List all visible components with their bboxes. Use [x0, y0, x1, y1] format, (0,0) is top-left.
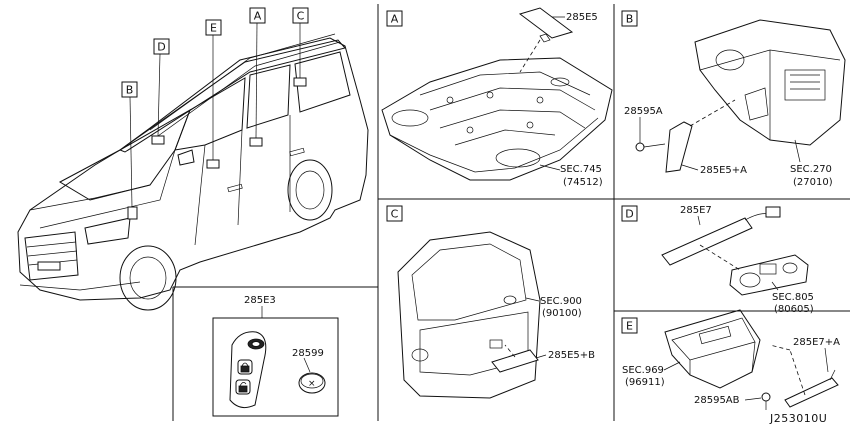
panel-label-A-text: A [391, 13, 399, 26]
panel-D-handle: 285E7 SEC.805 (80605) [661, 205, 814, 315]
panel-A-floor: 285E5 SEC.745 (74512) [381, 7, 613, 188]
key-fob-panel: 285E3 28599 × [212, 295, 339, 417]
C-sec-code: (90100) [542, 308, 582, 319]
C-antenna-part-number: 285E5+B [548, 350, 595, 361]
E-bolt-icon [761, 392, 771, 402]
B-bolt-part-number: 28595A [624, 106, 663, 117]
panel-label-C: C [386, 205, 403, 222]
diagram-code: J253010U [769, 412, 827, 425]
svg-text:×: × [308, 379, 316, 389]
battery-part-number: 28599 [292, 348, 324, 359]
panel-label-A: A [386, 10, 403, 27]
car-callout-C: C [292, 7, 309, 78]
panel-label-D: D [621, 205, 638, 222]
C-sec-label: SEC.900 [540, 296, 582, 307]
vehicle-marker-B [127, 206, 138, 220]
D-antenna-part-number: 285E7 [680, 205, 712, 216]
panel-label-E-text: E [626, 320, 633, 333]
panel-C-backdoor: SEC.900 (90100) 285E5+B [397, 231, 595, 399]
D-antenna-icon [661, 217, 753, 266]
panel-label-B-text: B [626, 13, 634, 26]
C-antenna-icon [491, 349, 539, 373]
E-console-icon [664, 309, 761, 389]
A-antenna-part-number: 285E5 [566, 12, 598, 23]
car-callout-B: B [121, 81, 138, 208]
A-sec-code: (74512) [563, 177, 603, 188]
B-hvac-unit-icon [694, 19, 846, 146]
panel-frames [172, 4, 850, 421]
panel-label-B: B [621, 10, 638, 27]
panel-E-console: SEC.969 (96911) 285E7+A 28595AB [622, 309, 840, 410]
B-antenna-icon [665, 121, 693, 173]
E-antenna-part-number: 285E7+A [793, 337, 840, 348]
E-sec-code: (96911) [625, 377, 665, 388]
E-sec-label: SEC.969 [622, 365, 664, 376]
car-callout-D: D [153, 38, 170, 137]
B-antenna-part-number: 285E5+A [700, 165, 747, 176]
vehicle-marker-A [249, 137, 263, 147]
svg-text:A: A [254, 10, 262, 23]
D-connector-icon [765, 206, 781, 218]
svg-text:E: E [210, 22, 217, 35]
car-callout-E: E [205, 19, 222, 160]
vehicle-marker-C [293, 77, 307, 87]
svg-text:C: C [297, 10, 305, 23]
E-antenna-icon [784, 377, 839, 408]
vehicle-marker-E [206, 159, 220, 169]
key-part-number: 285E3 [244, 295, 276, 306]
A-sec-label: SEC.745 [560, 164, 602, 175]
D-sec-code: (80605) [774, 304, 814, 315]
D-sec-label: SEC.805 [772, 292, 814, 303]
C-back-door-icon [397, 231, 541, 399]
vehicle-illustration [17, 33, 369, 311]
car-callout-A: A [249, 7, 266, 139]
key-fob-icon [229, 331, 267, 409]
A-antenna-icon [518, 7, 574, 39]
B-sec-label: SEC.270 [790, 164, 832, 175]
svg-text:D: D [157, 41, 165, 54]
panel-B-hvac: 28595A 285E5+A SEC.270 (27010) [624, 19, 846, 188]
panel-label-C-text: C [391, 208, 399, 221]
vehicle-marker-D [151, 135, 165, 145]
panel-label-E: E [621, 317, 638, 334]
panel-label-D-text: D [625, 208, 633, 221]
B-bolt-icon [635, 142, 645, 152]
svg-text:B: B [126, 84, 134, 97]
coin-battery-icon [298, 372, 326, 394]
E-bolt-part-number: 28595AB [694, 395, 740, 406]
D-door-handle-icon [729, 254, 809, 296]
B-sec-code: (27010) [793, 177, 833, 188]
